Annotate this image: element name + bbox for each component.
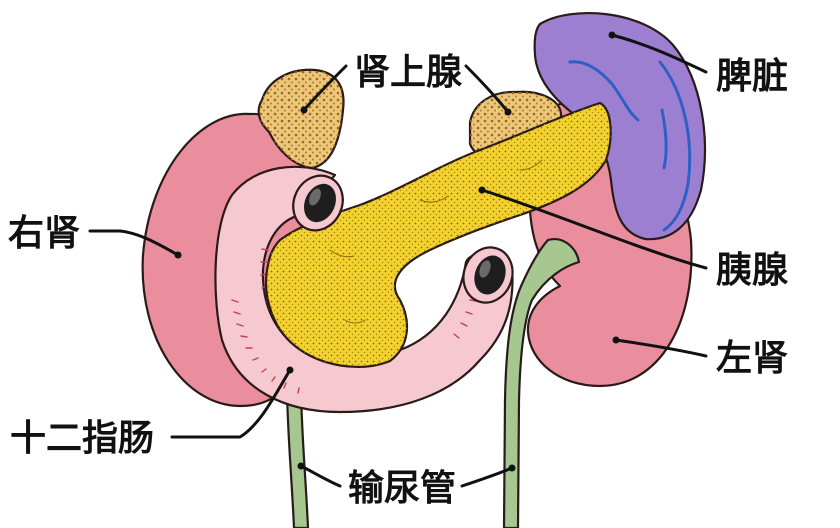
label-right-kidney: 右肾 <box>8 213 80 254</box>
label-pancreas: 胰腺 <box>716 250 789 291</box>
spleen-rim <box>658 60 692 232</box>
leader-duodenum <box>170 366 294 439</box>
spleen-hilum-vein <box>568 60 640 122</box>
leader-adrenal-right <box>300 64 348 114</box>
leader-ureter-left <box>460 464 516 488</box>
label-left-kidney: 左肾 <box>716 338 788 379</box>
left-ureter <box>502 238 581 528</box>
right-ureter <box>285 390 310 528</box>
leader-adrenal-left <box>464 64 512 116</box>
leader-spleen <box>608 31 708 74</box>
leader-pancreas <box>478 186 708 270</box>
spleen <box>533 11 706 241</box>
label-duodenum: 十二指肠 <box>10 418 154 459</box>
leader-right-kidney <box>88 229 182 259</box>
duodenum-lower-opening <box>462 246 514 304</box>
duodenum-hatching <box>231 248 477 394</box>
label-spleen: 脾脏 <box>716 56 788 97</box>
spleen-hilum-vein-2 <box>660 108 668 170</box>
leader-ureter-right <box>297 462 342 488</box>
pancreas <box>264 101 612 368</box>
label-ureter: 输尿管 <box>348 468 456 509</box>
pancreas-crease <box>329 159 543 324</box>
label-adrenal: 肾上腺 <box>354 52 463 93</box>
spleen-body <box>533 11 706 241</box>
duodenum-upper-opening <box>292 174 344 232</box>
leader-left-kidney <box>612 336 708 358</box>
